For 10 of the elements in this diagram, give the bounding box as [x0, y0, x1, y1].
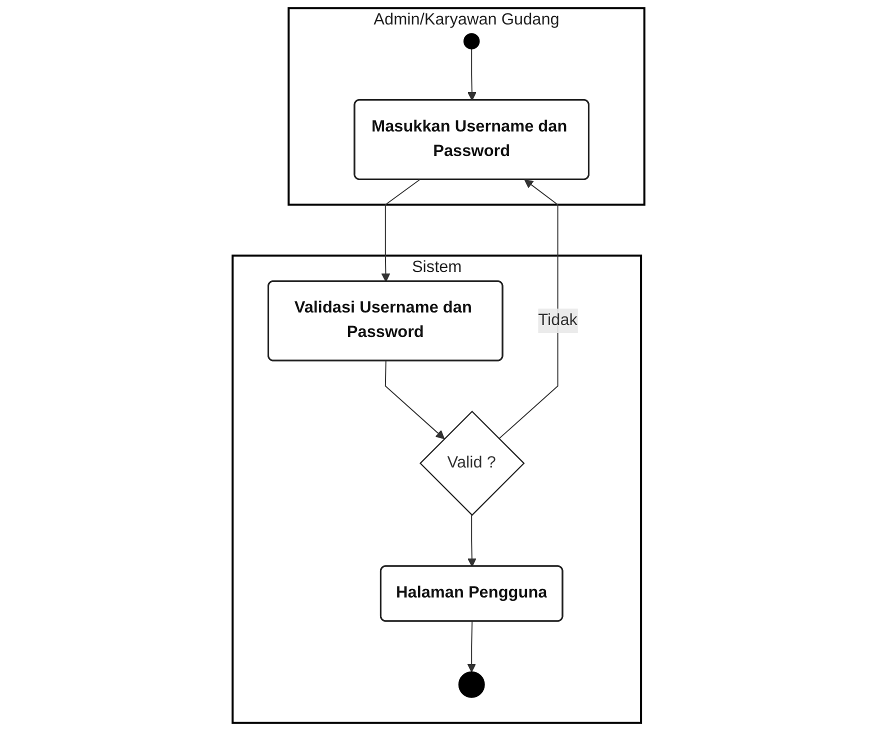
- node-circle: [463, 33, 480, 50]
- edge-label: Tidak: [538, 312, 578, 329]
- node-diamond: Valid ?: [419, 410, 525, 516]
- arrow: [467, 515, 476, 567]
- arrow: [467, 622, 476, 672]
- arrow: [467, 48, 476, 101]
- node-circle: [458, 671, 485, 698]
- arrow: [381, 179, 420, 282]
- arrow: [384, 361, 445, 440]
- arrow: [498, 179, 558, 440]
